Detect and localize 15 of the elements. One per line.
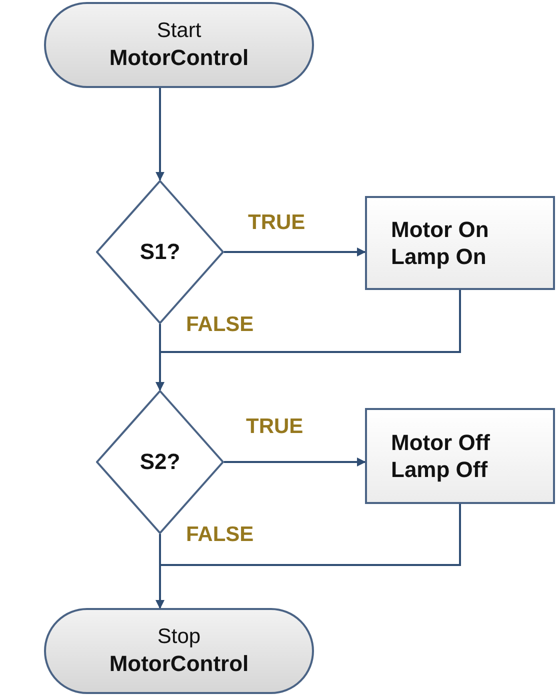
node-label: Start: [156, 18, 202, 44]
node-label: Stop: [157, 624, 201, 650]
arrow: [156, 88, 164, 181]
node-label: S1?: [140, 238, 180, 266]
node-label: MotorControl: [109, 44, 249, 72]
process-box: [365, 408, 555, 504]
arrow: [224, 248, 366, 256]
node-label: Motor Off Lamp Off: [391, 428, 491, 484]
node-label: MotorControl: [109, 650, 249, 678]
process-box: [365, 196, 555, 290]
node-label: Motor On Lamp On: [391, 216, 490, 270]
arrow: [156, 290, 461, 391]
node-label: S2?: [140, 448, 180, 476]
arrow: [156, 504, 461, 609]
arrow: [224, 458, 366, 466]
